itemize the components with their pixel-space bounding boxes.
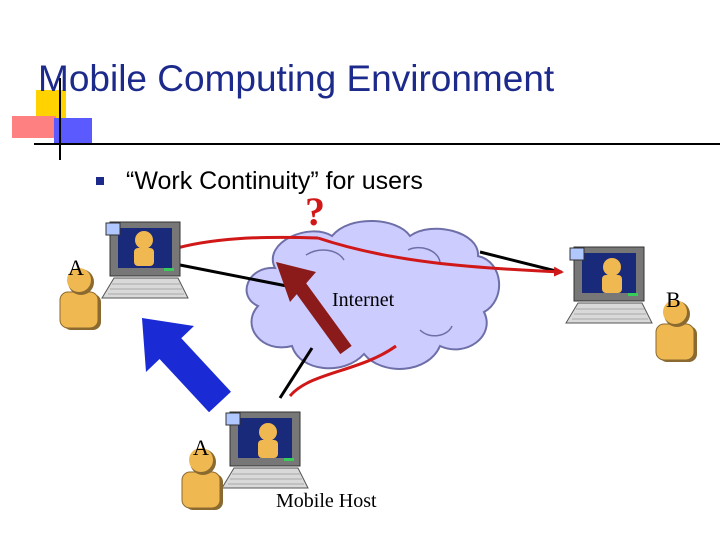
computer-a xyxy=(101,221,189,299)
computer-b xyxy=(565,246,653,324)
mobile-host-computer xyxy=(221,411,309,489)
red-arrow-a-to-b xyxy=(317,236,564,277)
link-internet-to-b xyxy=(479,250,561,274)
blue-movement-arrow xyxy=(142,318,231,413)
internet-cloud xyxy=(245,220,500,370)
red-arrow-b-to-a xyxy=(168,235,319,253)
internet-label: Internet xyxy=(332,289,395,311)
user-a-moved-label: A xyxy=(193,435,209,460)
decorative-corner-accent xyxy=(12,78,720,160)
link-a-to-internet xyxy=(179,263,293,289)
red-arrow-mobile-to-cloud xyxy=(288,344,397,397)
slide-title: Mobile Computing Environment xyxy=(38,58,555,99)
link-mobile-to-internet xyxy=(278,347,314,399)
user-b-label: B xyxy=(666,287,681,312)
bullet-text: “Work Continuity” for users xyxy=(126,166,423,195)
brown-arrow xyxy=(276,262,352,355)
user-a-label: A xyxy=(68,255,84,280)
question-mark: ? xyxy=(305,189,325,234)
bullet-item: “Work Continuity” for users xyxy=(96,166,423,196)
mobile-host-label: Mobile Host xyxy=(276,490,377,512)
bullet-square-icon xyxy=(96,177,104,185)
